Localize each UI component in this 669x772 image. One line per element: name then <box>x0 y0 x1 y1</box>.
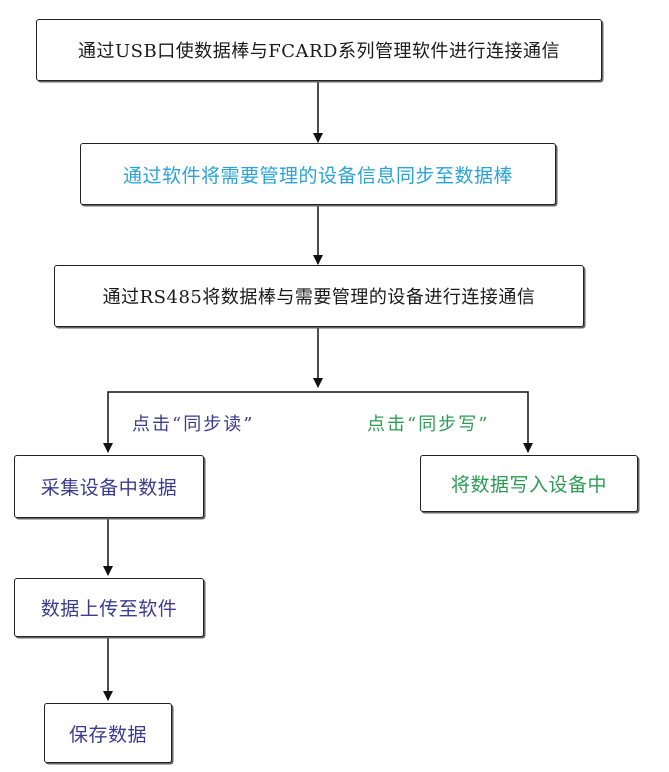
step2-box: 通过软件将需要管理的设备信息同步至数据棒 <box>80 143 556 205</box>
save-box: 保存数据 <box>44 703 172 763</box>
collect-box: 采集设备中数据 <box>14 455 204 518</box>
branch-read-label: 点击“同步读” <box>132 414 255 435</box>
upload-box: 数据上传至软件 <box>14 578 204 637</box>
step1-text: 通过USB口使数据棒与FCARD系列管理软件进行连接通信 <box>78 41 560 62</box>
collect-text: 采集设备中数据 <box>40 477 178 499</box>
save-text: 保存数据 <box>68 723 147 746</box>
branch-write-label: 点击“同步写” <box>367 414 490 435</box>
write-box: 将数据写入设备中 <box>420 455 638 512</box>
step1-box: 通过USB口使数据棒与FCARD系列管理软件进行连接通信 <box>36 19 602 81</box>
step3-box: 通过RS485将数据棒与需要管理的设备进行连接通信 <box>54 265 584 327</box>
write-text: 将数据写入设备中 <box>450 474 607 496</box>
arrow-branch-read <box>103 391 318 453</box>
step2-text: 通过软件将需要管理的设备信息同步至数据棒 <box>122 164 513 187</box>
upload-text: 数据上传至软件 <box>40 598 178 620</box>
step3-text: 通过RS485将数据棒与需要管理的设备进行连接通信 <box>102 287 536 308</box>
arrow-branch-write <box>318 391 533 453</box>
